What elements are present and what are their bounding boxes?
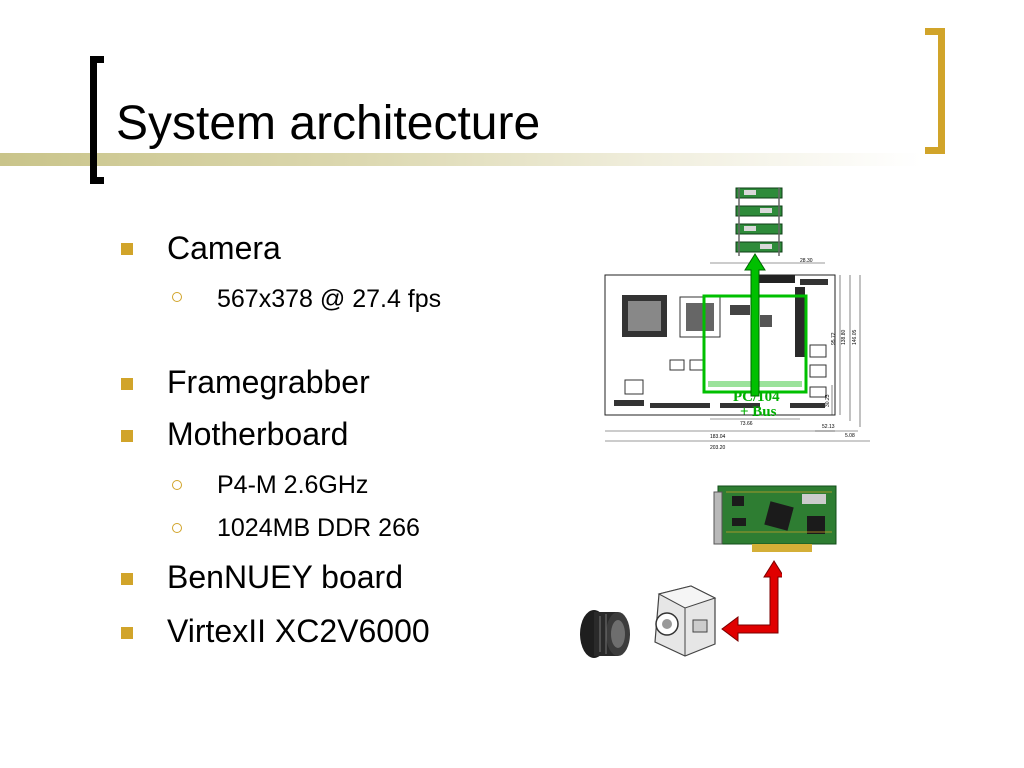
dim-label: 5.08 bbox=[845, 433, 855, 439]
circle-bullet-icon bbox=[172, 292, 182, 302]
sub-bullet-resolution: 567x378 @ 27.4 fps bbox=[217, 285, 442, 313]
right-bracket-decoration bbox=[925, 28, 945, 154]
bullet-virtex: VirtexII XC2V6000 bbox=[167, 613, 430, 649]
dim-label: 28.30 bbox=[800, 258, 813, 264]
circle-bullet-icon bbox=[172, 523, 182, 533]
pc104-label-line1: PC/104 bbox=[733, 389, 780, 405]
camera-image bbox=[654, 585, 717, 657]
pc104-arrow bbox=[744, 253, 766, 397]
bullet-framegrabber: Framegrabber bbox=[167, 364, 370, 400]
dim-label: 73.66 bbox=[740, 421, 753, 427]
square-bullet-icon bbox=[121, 378, 133, 390]
square-bullet-icon bbox=[121, 627, 133, 639]
slide-title: System architecture bbox=[116, 97, 541, 150]
dim-label: 52.13 bbox=[822, 424, 835, 430]
camera-link-arrow bbox=[721, 560, 782, 642]
square-bullet-icon bbox=[121, 430, 133, 442]
dim-label: 183.04 bbox=[710, 434, 726, 440]
pc104-label-line2: + Bus bbox=[740, 404, 777, 420]
arrow-up-icon bbox=[744, 253, 766, 397]
framegrabber-card-image bbox=[713, 485, 837, 552]
circle-bullet-icon bbox=[172, 480, 182, 490]
dim-label: 146.05 bbox=[852, 329, 858, 345]
dim-label: 203.20 bbox=[710, 445, 726, 451]
square-bullet-icon bbox=[121, 573, 133, 585]
sub-bullet-cpu: P4-M 2.6GHz bbox=[217, 471, 369, 499]
dim-label: 30.23 bbox=[825, 394, 831, 407]
pc104-stack-image bbox=[735, 187, 783, 256]
left-bracket-decoration bbox=[90, 56, 104, 184]
dim-label: 95.72 bbox=[831, 332, 837, 345]
title-underline-bar bbox=[0, 153, 1024, 166]
motherboard-diagram: 28.30 203.20 183.04 73.66 52.13 5.08 95.… bbox=[604, 258, 870, 451]
arrow-double-icon bbox=[721, 560, 782, 642]
lens-image bbox=[580, 610, 630, 658]
square-bullet-icon bbox=[121, 243, 133, 255]
bullet-motherboard: Motherboard bbox=[167, 416, 349, 452]
bullet-bennuey-board: BenNUEY board bbox=[167, 559, 403, 595]
dim-label: 138.80 bbox=[841, 329, 847, 345]
sub-bullet-memory: 1024MB DDR 266 bbox=[217, 514, 420, 542]
bullet-camera: Camera bbox=[167, 230, 281, 266]
